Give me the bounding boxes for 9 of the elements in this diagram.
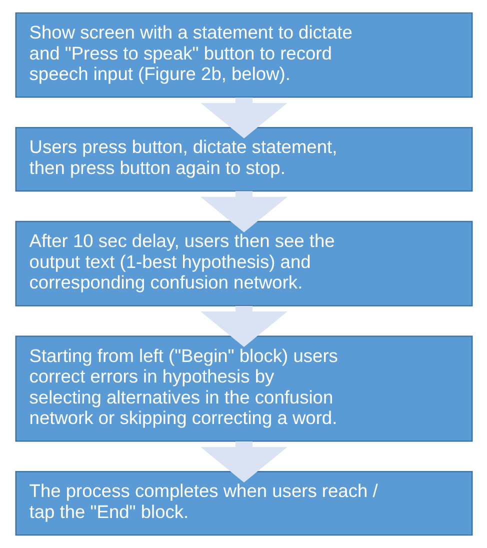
node-box: After 10 sec delay, users then see the output text (1-best hypothesis) and corresponding confusion network.: [14, 220, 472, 306]
node-box: Show screen with a statement to dictate and "Press to speak" button to record speech input (Figure 2b, below).: [14, 12, 472, 98]
arrow: [200, 98, 287, 138]
node-box: Users press button, dictate statement, then press button again to stop.: [14, 127, 472, 192]
node-box: Starting from left ("Begin" block) users correct errors in hypothesis by selecting alternatives in the confusion network or skipping correcting a word.: [14, 336, 472, 442]
arrow: [200, 306, 287, 347]
arrow: [200, 191, 287, 232]
node-box: The process completes when users reach / tap the "End" block.: [14, 471, 472, 536]
arrow: [200, 441, 287, 482]
